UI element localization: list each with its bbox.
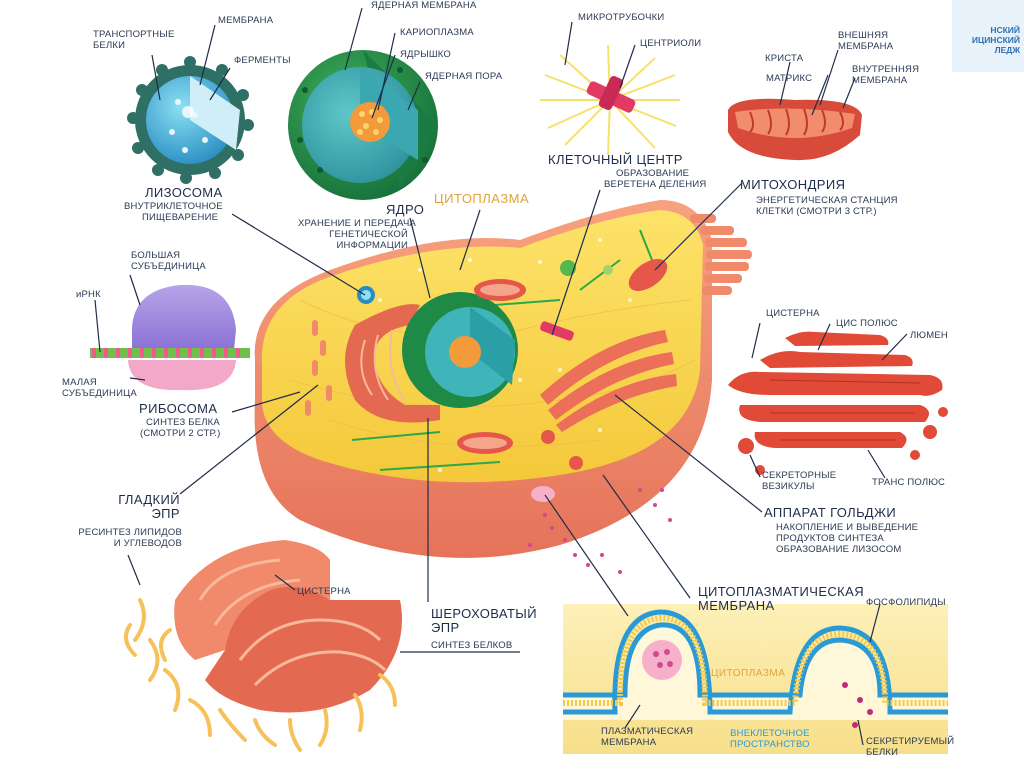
label-lysosome-title: ЛИЗОСОМА: [145, 185, 223, 200]
label-rough-er-desc: СИНТЕЗ БЕЛКОВ: [431, 640, 513, 651]
label-golgi-title: АППАРАТ ГОЛЬДЖИ: [764, 505, 897, 520]
label-nuclear-pore: ЯДЕРНАЯ ПОРА: [425, 71, 503, 82]
label-trans-pole: ТРАНС ПОЛЮС: [872, 477, 946, 488]
label-mrna: иРНК: [76, 289, 101, 300]
logo-text-2: ИЦИНСКИЙ: [971, 35, 1020, 45]
golgi-illustration: [728, 331, 948, 475]
label-nucleolus: ЯДРЫШКО: [400, 49, 451, 60]
label-lumen: ЛЮМЕН: [910, 330, 948, 341]
logo-text-3: ЛЕДЖ: [994, 45, 1020, 55]
label-nucleus-title: ЯДРО: [386, 202, 425, 217]
endoplasmic-reticulum-illustration: [124, 540, 402, 752]
label-cis-pole: ЦИС ПОЛЮС: [836, 318, 898, 329]
label-karyoplasm: КАРИОПЛАЗМА: [400, 27, 474, 38]
label-centrosome-title: КЛЕТОЧНЫЙ ЦЕНТР: [548, 152, 683, 167]
label-cytoplasm-title: ЦИТОПЛАЗМА: [434, 191, 530, 206]
label-ribosome-title: РИБОСОМА: [139, 401, 218, 416]
lysosome-illustration: [127, 56, 254, 184]
label-crista: КРИСТА: [765, 53, 804, 64]
label-ribosome-desc: СИНТЕЗ БЕЛКА(СМОТРИ 2 СТР.): [140, 417, 221, 439]
mitochondrion-illustration: [728, 98, 862, 161]
plasma-membrane-panel: [563, 604, 948, 754]
cell-body: [254, 200, 752, 574]
label-matrix: МАТРИКС: [766, 73, 813, 84]
nucleus-illustration: [288, 50, 438, 200]
leader-lines: [94, 7, 908, 746]
centrioles: [586, 75, 636, 113]
label-nuclear-membrane: ЯДЕРНАЯ МЕМБРАНА: [371, 0, 477, 11]
label-er-cistern: ЦИСТЕРНА: [297, 586, 351, 597]
label-centrioles: ЦЕНТРИОЛИ: [640, 38, 702, 49]
label-golgi-cistern: ЦИСТЕРНА: [766, 308, 820, 319]
ribosome-illustration: [90, 284, 250, 391]
logo-text-1: НСКИЙ: [990, 25, 1020, 35]
label-mitochondrion-title: МИТОХОНДРИЯ: [740, 177, 846, 192]
label-microtubules: МИКРОТРУБОЧКИ: [578, 12, 665, 23]
label-enzymes: ФЕРМЕНТЫ: [234, 55, 291, 66]
label-phospholipids: ФОСФОЛИПИДЫ: [866, 597, 946, 608]
label-membrane-cytoplasm: ЦИТОПЛАЗМА: [711, 668, 786, 679]
label-membrane: МЕМБРАНА: [218, 15, 274, 26]
college-logo-corner: НСКИЙ ИЦИНСКИЙ ЛЕДЖ: [952, 0, 1024, 72]
